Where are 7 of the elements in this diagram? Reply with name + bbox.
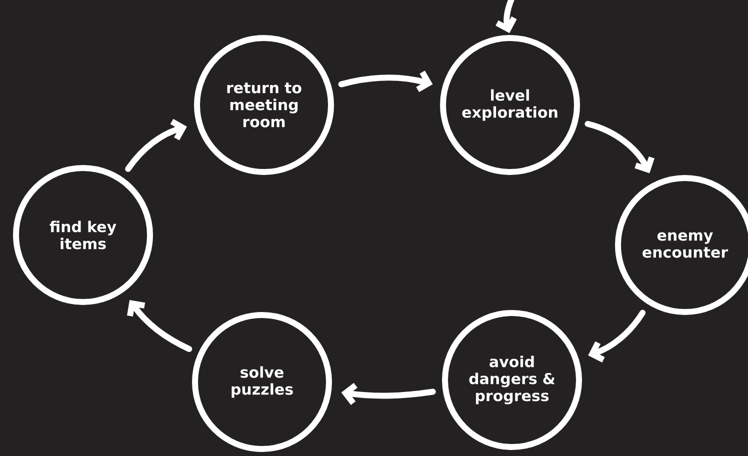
arrow <box>125 118 187 172</box>
arrow <box>588 310 646 362</box>
arrow <box>338 70 433 92</box>
arrow <box>496 0 517 34</box>
arrow <box>127 300 192 352</box>
arrow <box>584 120 655 174</box>
arrow <box>341 382 436 405</box>
